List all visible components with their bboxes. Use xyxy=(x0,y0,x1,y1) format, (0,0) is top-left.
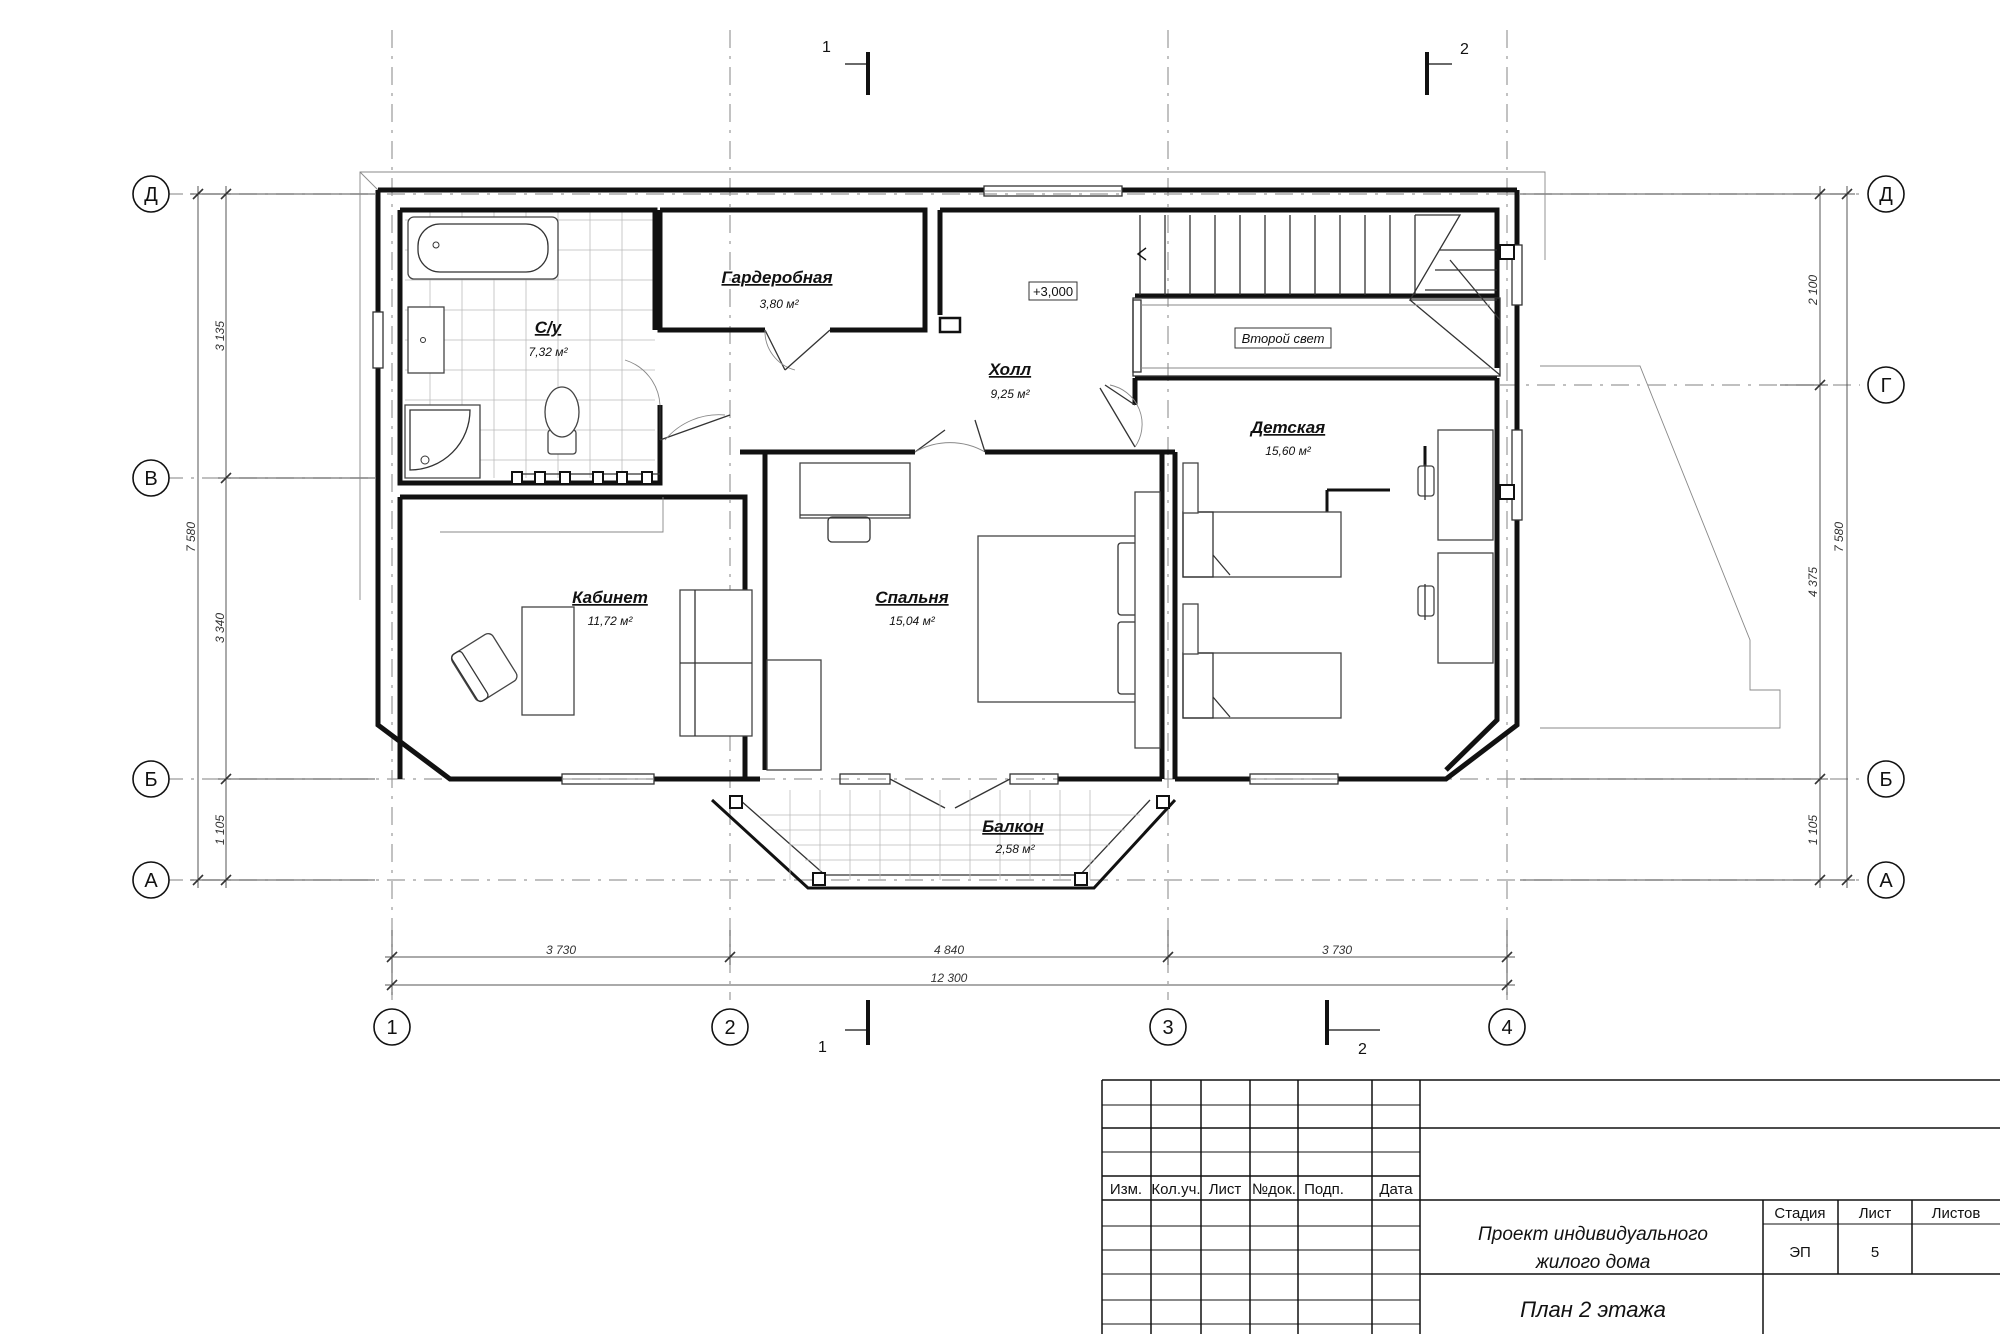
stamp-header-data: Дата xyxy=(1379,1181,1413,1198)
room-labels: Гардеробная 3,80 м² С/у 7,32 м² Холл 9,2… xyxy=(529,268,1326,856)
axis-bubble-4: 4 xyxy=(1488,1008,1526,1046)
svg-text:Спальня: Спальня xyxy=(875,588,948,607)
axis-bubble-3: 3 xyxy=(1149,1008,1187,1046)
svg-text:Г: Г xyxy=(1881,375,1892,397)
svg-text:Д: Д xyxy=(144,184,158,206)
room-label-bedroom: Спальня 15,04 м² xyxy=(875,588,948,628)
room-label-cabinet: Кабинет 11,72 м² xyxy=(572,588,648,628)
interior-walls xyxy=(397,207,1500,779)
section-mark-1-top: 1 xyxy=(822,39,870,95)
axis-bubble-b-right: Б xyxy=(1867,760,1905,798)
stamp-drawing-title: План 2 этажа xyxy=(1520,1297,1666,1322)
stamp-sheets-header: Листов xyxy=(1932,1205,1981,1222)
svg-text:В: В xyxy=(144,468,157,490)
svg-text:Д: Д xyxy=(1879,184,1893,206)
svg-text:Б: Б xyxy=(1879,769,1892,791)
dim-right-3: 1 105 xyxy=(1806,815,1820,845)
stamp-sheet-value: 5 xyxy=(1871,1244,1879,1261)
svg-text:7,32 м²: 7,32 м² xyxy=(529,345,569,359)
level-mark: +3,000 xyxy=(1028,281,1078,301)
stamp-header-ndok: №док. xyxy=(1252,1181,1296,1198)
axis-bubbles: 1 2 3 4 Д В Б А Д Г Б А xyxy=(132,175,1905,1046)
door-swings xyxy=(624,316,1143,453)
cabinet-furniture xyxy=(440,497,753,737)
stamp-header-list: Лист xyxy=(1209,1181,1242,1198)
svg-text:С/у: С/у xyxy=(535,318,563,337)
svg-text:Кабинет: Кабинет xyxy=(572,588,648,607)
dim-bottom-2: 4 840 xyxy=(934,943,964,957)
svg-text:2: 2 xyxy=(1358,1041,1367,1058)
dimension-lines: 3 730 4 840 3 730 12 300 3 135 3 340 1 1… xyxy=(184,186,1855,995)
room-label-hall: Холл 9,25 м² xyxy=(988,360,1032,401)
room-label-balcony: Балкон 2,58 м² xyxy=(982,817,1044,856)
second-light-label: Второй свет xyxy=(1242,331,1325,346)
dim-left-1: 3 135 xyxy=(213,321,227,351)
axis-bubble-a-right: А xyxy=(1867,861,1905,899)
svg-text:2: 2 xyxy=(724,1017,735,1039)
svg-text:Холл: Холл xyxy=(988,360,1032,379)
svg-text:Детская: Детская xyxy=(1249,418,1325,437)
svg-text:3,80 м²: 3,80 м² xyxy=(760,297,800,311)
svg-text:3: 3 xyxy=(1162,1017,1173,1039)
svg-text:1: 1 xyxy=(818,1039,827,1056)
svg-text:2: 2 xyxy=(1460,41,1469,58)
section-mark-1-bottom: 1 xyxy=(818,1000,870,1056)
bathroom-fixtures xyxy=(404,216,660,485)
room-label-wardrobe: Гардеробная 3,80 м² xyxy=(721,268,832,311)
svg-text:2,58 м²: 2,58 м² xyxy=(995,842,1036,856)
axis-bubble-b-left: Б xyxy=(132,760,170,798)
section-marks: 1 2 1 2 xyxy=(818,39,1469,1058)
section-mark-2-top: 2 xyxy=(1425,41,1469,95)
svg-text:4: 4 xyxy=(1501,1017,1512,1039)
svg-text:1: 1 xyxy=(386,1017,397,1039)
stamp-header-podp: Подп. xyxy=(1304,1181,1344,1198)
axis-bubble-g-right: Г xyxy=(1867,366,1905,404)
svg-text:А: А xyxy=(1879,870,1893,892)
dim-bottom-1: 3 730 xyxy=(546,943,576,957)
axis-bubble-1: 1 xyxy=(373,1008,411,1046)
room-label-bathroom: С/у 7,32 м² xyxy=(529,318,569,359)
dim-right-total: 7 580 xyxy=(1832,522,1846,552)
axis-bubble-d-right: Д xyxy=(1867,175,1905,213)
svg-text:А: А xyxy=(144,870,158,892)
title-block: Изм. Кол.уч. Лист №док. Подп. Дата Стади… xyxy=(1101,1079,2000,1334)
stamp-sheet-header: Лист xyxy=(1859,1205,1892,1222)
svg-text:1: 1 xyxy=(822,39,831,56)
svg-text:Балкон: Балкон xyxy=(982,817,1044,836)
stamp-stage-value: ЭП xyxy=(1789,1244,1811,1261)
roof-outline xyxy=(359,171,1781,729)
svg-text:Гардеробная: Гардеробная xyxy=(721,268,832,287)
dim-bottom-total: 12 300 xyxy=(931,971,968,985)
svg-text:15,60 м²: 15,60 м² xyxy=(1265,444,1312,458)
dim-left-2: 3 340 xyxy=(213,613,227,643)
stamp-project-line1: Проект индивидуального xyxy=(1478,1224,1708,1245)
stamp-project-line2: жилого дома xyxy=(1535,1252,1651,1273)
stamp-header-izm: Изм. xyxy=(1110,1181,1142,1198)
stamp-header-koluch: Кол.уч. xyxy=(1151,1181,1200,1198)
svg-text:9,25 м²: 9,25 м² xyxy=(991,387,1031,401)
staircase: Второй свет xyxy=(1132,214,1501,377)
svg-text:Б: Б xyxy=(144,769,157,791)
axis-bubble-d-left: Д xyxy=(132,175,170,213)
exterior-walls xyxy=(372,185,1523,809)
dim-bottom-3: 3 730 xyxy=(1322,943,1352,957)
section-mark-2-bottom: 2 xyxy=(1325,1000,1380,1058)
svg-text:11,72 м²: 11,72 м² xyxy=(588,614,634,628)
child-room-furniture xyxy=(1182,429,1494,719)
dim-left-3: 1 105 xyxy=(213,815,227,845)
room-label-child: Детская 15,60 м² xyxy=(1249,418,1325,458)
axis-bubble-2: 2 xyxy=(711,1008,749,1046)
axis-bubble-v-left: В xyxy=(132,459,170,497)
svg-text:+3,000: +3,000 xyxy=(1033,284,1073,299)
bedroom-furniture xyxy=(766,462,1161,771)
dim-right-1: 2 100 xyxy=(1806,275,1820,306)
stamp-stage-header: Стадия xyxy=(1774,1205,1825,1222)
dim-right-2: 4 375 xyxy=(1806,567,1820,597)
svg-text:15,04 м²: 15,04 м² xyxy=(889,614,936,628)
axis-bubble-a-left: А xyxy=(132,861,170,899)
dim-left-total: 7 580 xyxy=(184,522,198,552)
balcony xyxy=(710,790,1177,890)
